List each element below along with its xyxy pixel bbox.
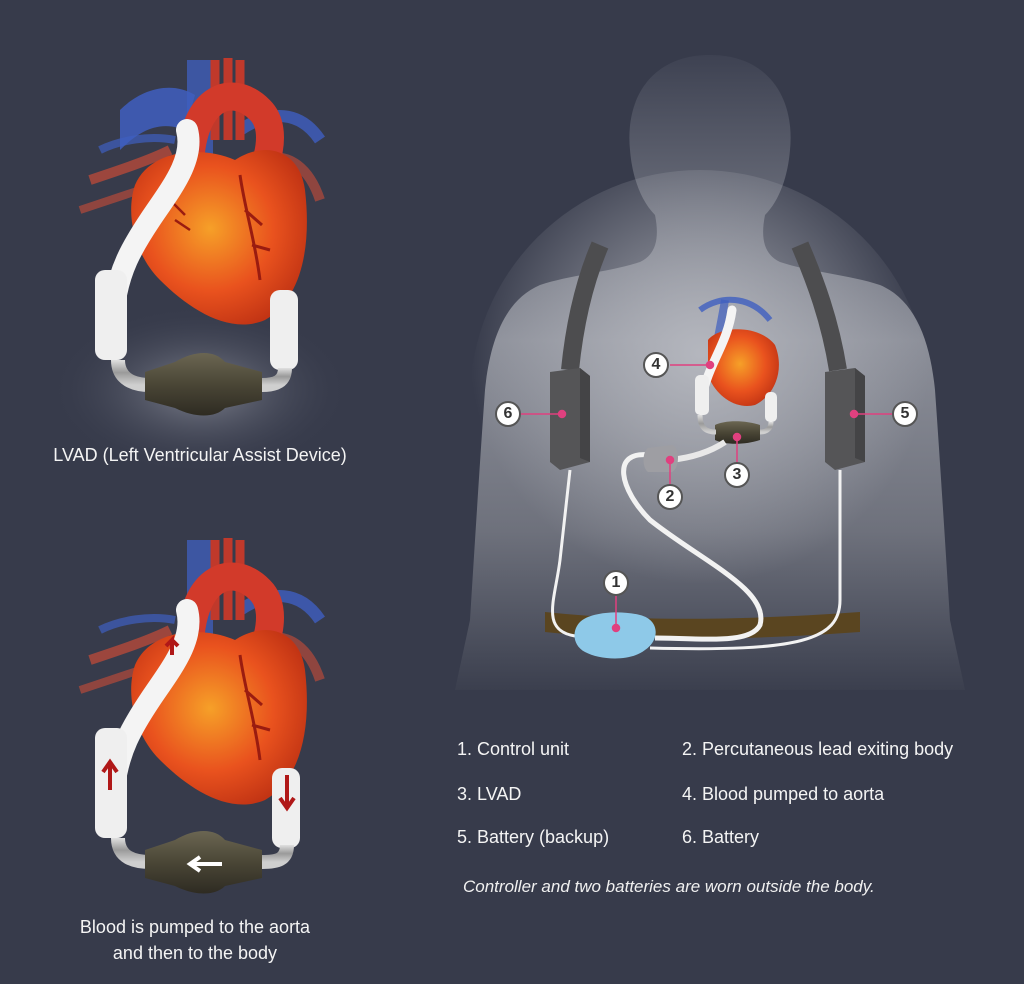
flow-arrow-down <box>278 775 296 812</box>
callout-lines <box>520 360 894 633</box>
legend-item-4: 4. Blood pumped to aorta <box>682 784 885 804</box>
chest-heart <box>643 296 779 472</box>
callout-4: 4 <box>643 352 669 378</box>
battery-cable-right <box>649 470 842 651</box>
flow-caption-line-2: and then to the body <box>112 943 278 963</box>
flow-arrow-left <box>186 855 222 873</box>
callout-2: 2 <box>657 484 683 510</box>
heart-diagram-bottom <box>78 538 325 894</box>
legend-item-5: 5. Battery (backup) <box>457 827 610 847</box>
battery-right <box>825 368 865 470</box>
callout-1: 1 <box>603 570 629 596</box>
footnote: Controller and two batteries are worn ou… <box>463 877 875 896</box>
legend-item-2: 2. Percutaneous lead exiting body <box>682 739 954 759</box>
legend-item-6: 6. Battery <box>682 827 760 847</box>
legend-item-1: 1. Control unit <box>457 739 570 759</box>
control-unit <box>574 612 656 659</box>
flow-arrow-up-1 <box>164 635 180 655</box>
battery-cable-left <box>551 469 576 638</box>
battery-left <box>550 368 590 470</box>
callout-5: 5 <box>892 401 918 427</box>
lvad-title: LVAD (Left Ventricular Assist Device) <box>53 445 347 465</box>
flow-caption-line-1: Blood is pumped to the aorta <box>79 917 311 937</box>
strap-right <box>791 241 847 372</box>
callout-6: 6 <box>495 401 521 427</box>
flow-arrow-up-2 <box>101 758 119 790</box>
legend-item-3: 3. LVAD <box>457 784 522 804</box>
heart-diagram-top <box>78 58 325 416</box>
percutaneous-lead <box>621 452 764 642</box>
callout-3: 3 <box>724 462 750 488</box>
flow-caption: Blood is pumped to the aorta and then to… <box>40 914 350 966</box>
strap-left <box>561 241 609 371</box>
